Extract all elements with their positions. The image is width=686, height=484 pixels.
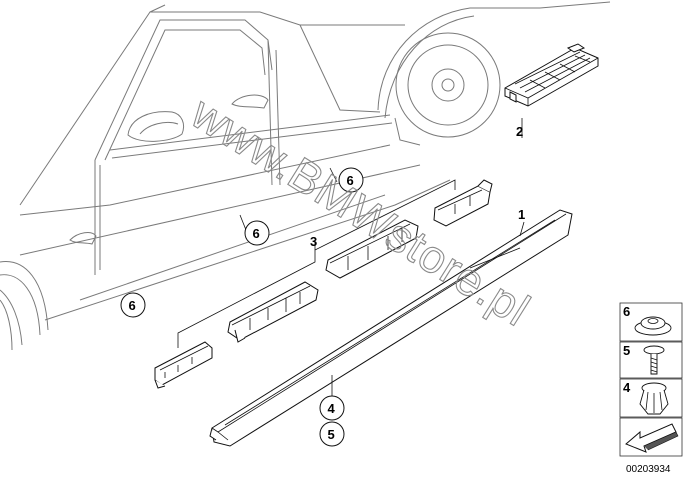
callout-4: 4 (319, 395, 345, 421)
callout-6-top: 6 (338, 167, 364, 193)
part-1-sill-cover (209, 209, 573, 447)
legend-item-6-label: 6 (623, 304, 630, 319)
callout-6-middle-label: 6 (253, 226, 260, 241)
callout-3: 3 (310, 234, 317, 249)
callout-1: 1 (518, 207, 525, 222)
screw-icon (643, 345, 665, 375)
callout-5-label: 5 (328, 427, 335, 442)
diagram-code: 00203934 (626, 464, 671, 475)
callout-6-bottom: 6 (120, 292, 146, 318)
part-2-bracket (504, 43, 599, 107)
rivet-cap-icon (634, 316, 672, 336)
watermark-text: www.BMWstore.pl (182, 86, 540, 336)
part-3-clips (154, 179, 493, 389)
callout-5: 5 (319, 421, 345, 447)
callout-6-middle: 6 (244, 220, 270, 246)
callout-6-top-label: 6 (347, 173, 354, 188)
callout-4-label: 4 (328, 401, 336, 416)
legend-item-5-label: 5 (623, 343, 630, 358)
legend-panel: 6 5 4 00203934 (619, 302, 683, 475)
callout-6-bottom-label: 6 (129, 298, 136, 313)
watermark: www.BMWstore.pl (181, 85, 540, 336)
callout-1-label: 1 (518, 207, 525, 222)
callout-3-label: 3 (310, 234, 317, 249)
expansion-clip-icon (639, 382, 669, 415)
callout-2-label: 2 (516, 124, 523, 139)
legend-item-4-label: 4 (623, 380, 631, 395)
leader-lines (239, 118, 525, 396)
arrow-icon (625, 423, 679, 453)
callout-2: 2 (516, 124, 523, 139)
